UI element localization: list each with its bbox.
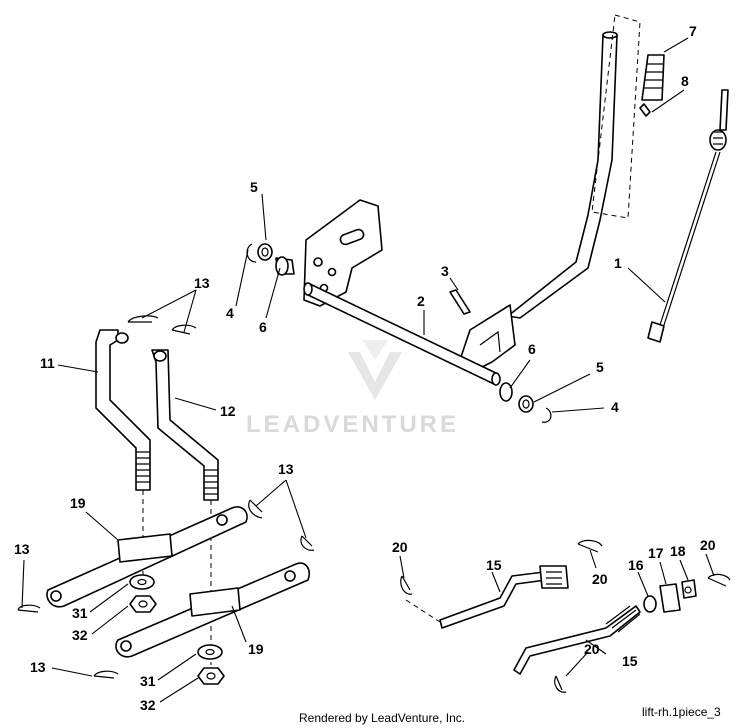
callout-20-right: 20 (700, 537, 716, 553)
callout-18: 18 (670, 543, 686, 559)
callout-15-lower: 15 (622, 653, 638, 669)
lift-rod-15-upper (439, 565, 569, 629)
callout-1: 1 (614, 255, 622, 271)
watermark-text: LEADVENTURE (246, 411, 459, 438)
callout-31-lower: 31 (140, 673, 156, 689)
lift-arm-19-upper (46, 506, 248, 608)
lift-arm-19-lower (115, 562, 311, 658)
handle-grip (639, 54, 665, 117)
leader-lines (21, 37, 715, 703)
nut-32-lower (197, 667, 225, 685)
callout-13-bottom: 13 (30, 659, 46, 675)
center-line-3 (405, 599, 441, 623)
callout-16: 16 (628, 557, 644, 573)
hairpin-clips-top (127, 315, 197, 335)
callout-3: 3 (441, 263, 449, 279)
callout-5-left: 5 (250, 179, 258, 195)
callout-13-top: 13 (194, 275, 210, 291)
footer-credit: Rendered by LeadVenture, Inc. (299, 711, 465, 725)
callout-20-middle: 20 (592, 571, 608, 587)
callout-12: 12 (220, 403, 236, 419)
callout-8: 8 (681, 73, 689, 89)
spacer-31-upper (129, 574, 155, 590)
callout-20-left: 20 (392, 539, 408, 555)
callout-11: 11 (40, 355, 55, 371)
lift-cable (647, 89, 729, 343)
hairpin-clips-20 (400, 539, 731, 693)
callout-5-right: 5 (596, 359, 604, 375)
callout-13-left: 13 (14, 541, 30, 557)
callout-13-right: 13 (278, 461, 294, 477)
trunnion-hardware (643, 579, 697, 613)
callout-6-right: 6 (528, 341, 536, 357)
lift-link-11 (95, 329, 151, 491)
callout-20-bottom: 20 (584, 641, 600, 657)
mounting-plate (303, 199, 383, 307)
cross-shaft (303, 282, 501, 386)
callout-17: 17 (648, 545, 664, 561)
callout-19-lower: 19 (248, 641, 264, 657)
lift-link-12 (151, 349, 219, 501)
lift-handle (507, 14, 641, 319)
nut-32-upper (129, 595, 157, 613)
callout-6-left: 6 (259, 319, 267, 335)
callout-7: 7 (689, 23, 697, 39)
callout-4-right: 4 (611, 399, 619, 415)
spacer-31-lower (197, 644, 223, 660)
callout-31-upper: 31 (72, 605, 88, 621)
callout-15-upper: 15 (486, 557, 502, 573)
left-shaft-hardware (246, 243, 295, 276)
leadventure-watermark-logo (348, 340, 402, 400)
footer-diagram-id: lift-rh.1piece_3 (642, 705, 721, 719)
callout-32-lower: 32 (140, 697, 156, 713)
lift-rod-15-lower (513, 605, 641, 675)
roll-pin (449, 289, 471, 315)
callout-32-upper: 32 (72, 627, 88, 643)
callout-19-upper: 19 (70, 495, 86, 511)
callout-2: 2 (417, 293, 425, 309)
right-shaft-hardware (499, 382, 552, 423)
callout-4-left: 4 (226, 305, 234, 321)
